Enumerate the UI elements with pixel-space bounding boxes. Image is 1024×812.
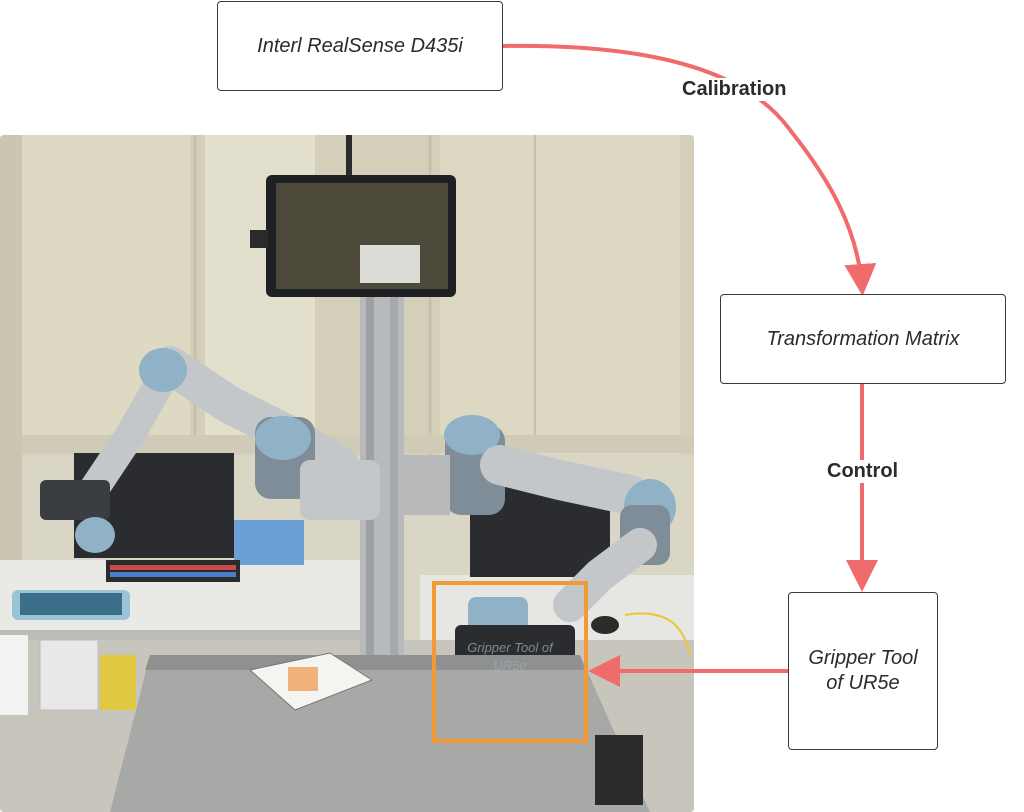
camera-node-label: Interl RealSense D435i xyxy=(257,34,463,57)
robot-setup-photo xyxy=(0,135,694,812)
calibration-edge-label: Calibration xyxy=(680,78,789,101)
transformation-matrix-node: Transformation Matrix xyxy=(720,294,1006,384)
gripper-highlight-box xyxy=(432,581,588,743)
gripper-tool-node-label-line1: Gripper Tool xyxy=(808,647,918,669)
highlight-label-line2: UR5e xyxy=(493,658,526,673)
highlight-label-line1: Gripper Tool of xyxy=(467,640,554,655)
control-edge-label: Control xyxy=(825,460,901,483)
gripper-tool-node: Gripper Tool of UR5e xyxy=(788,592,938,750)
camera-node: Interl RealSense D435i xyxy=(217,1,503,91)
transformation-matrix-node-label: Transformation Matrix xyxy=(766,327,960,350)
calibration-arrow xyxy=(502,43,877,296)
gripper-tool-node-label-line2: of UR5e xyxy=(826,672,900,694)
